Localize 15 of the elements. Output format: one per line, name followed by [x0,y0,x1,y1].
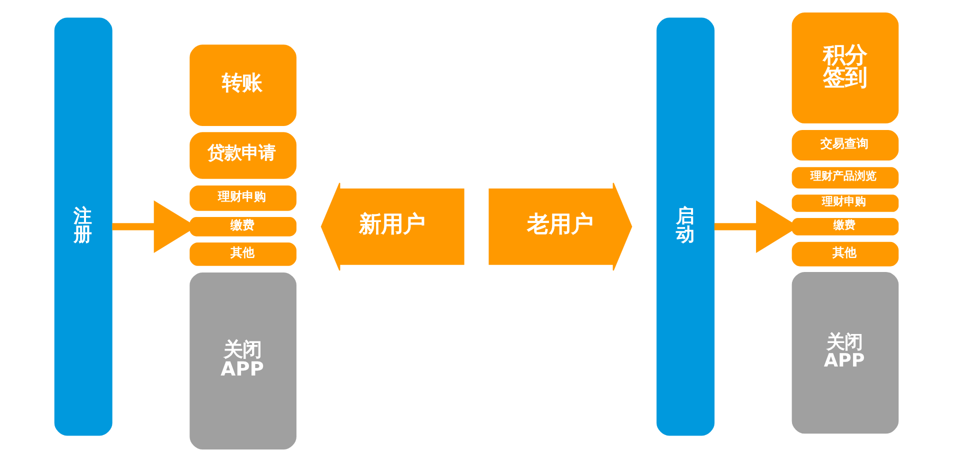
node-box: 缴费 [792,218,899,235]
node-box: 启动 [656,17,715,436]
node-box: 理财申购 [792,194,899,212]
node-box: 其他 [190,242,296,266]
node-box: 注册 [54,17,112,436]
node-box: 转账 [190,44,296,126]
node-box: 关闭APP [792,271,899,434]
node-box: 其他 [792,241,899,266]
node-box: 关闭APP [190,272,296,449]
node-box: 理财产品浏览 [792,166,899,188]
node-box: 缴费 [190,216,296,236]
node-box: 交易查询 [792,130,899,160]
node-box: 贷款申请 [190,132,296,178]
node-box: 积分签到 [792,12,899,123]
node-box: 理财申购 [190,184,296,210]
